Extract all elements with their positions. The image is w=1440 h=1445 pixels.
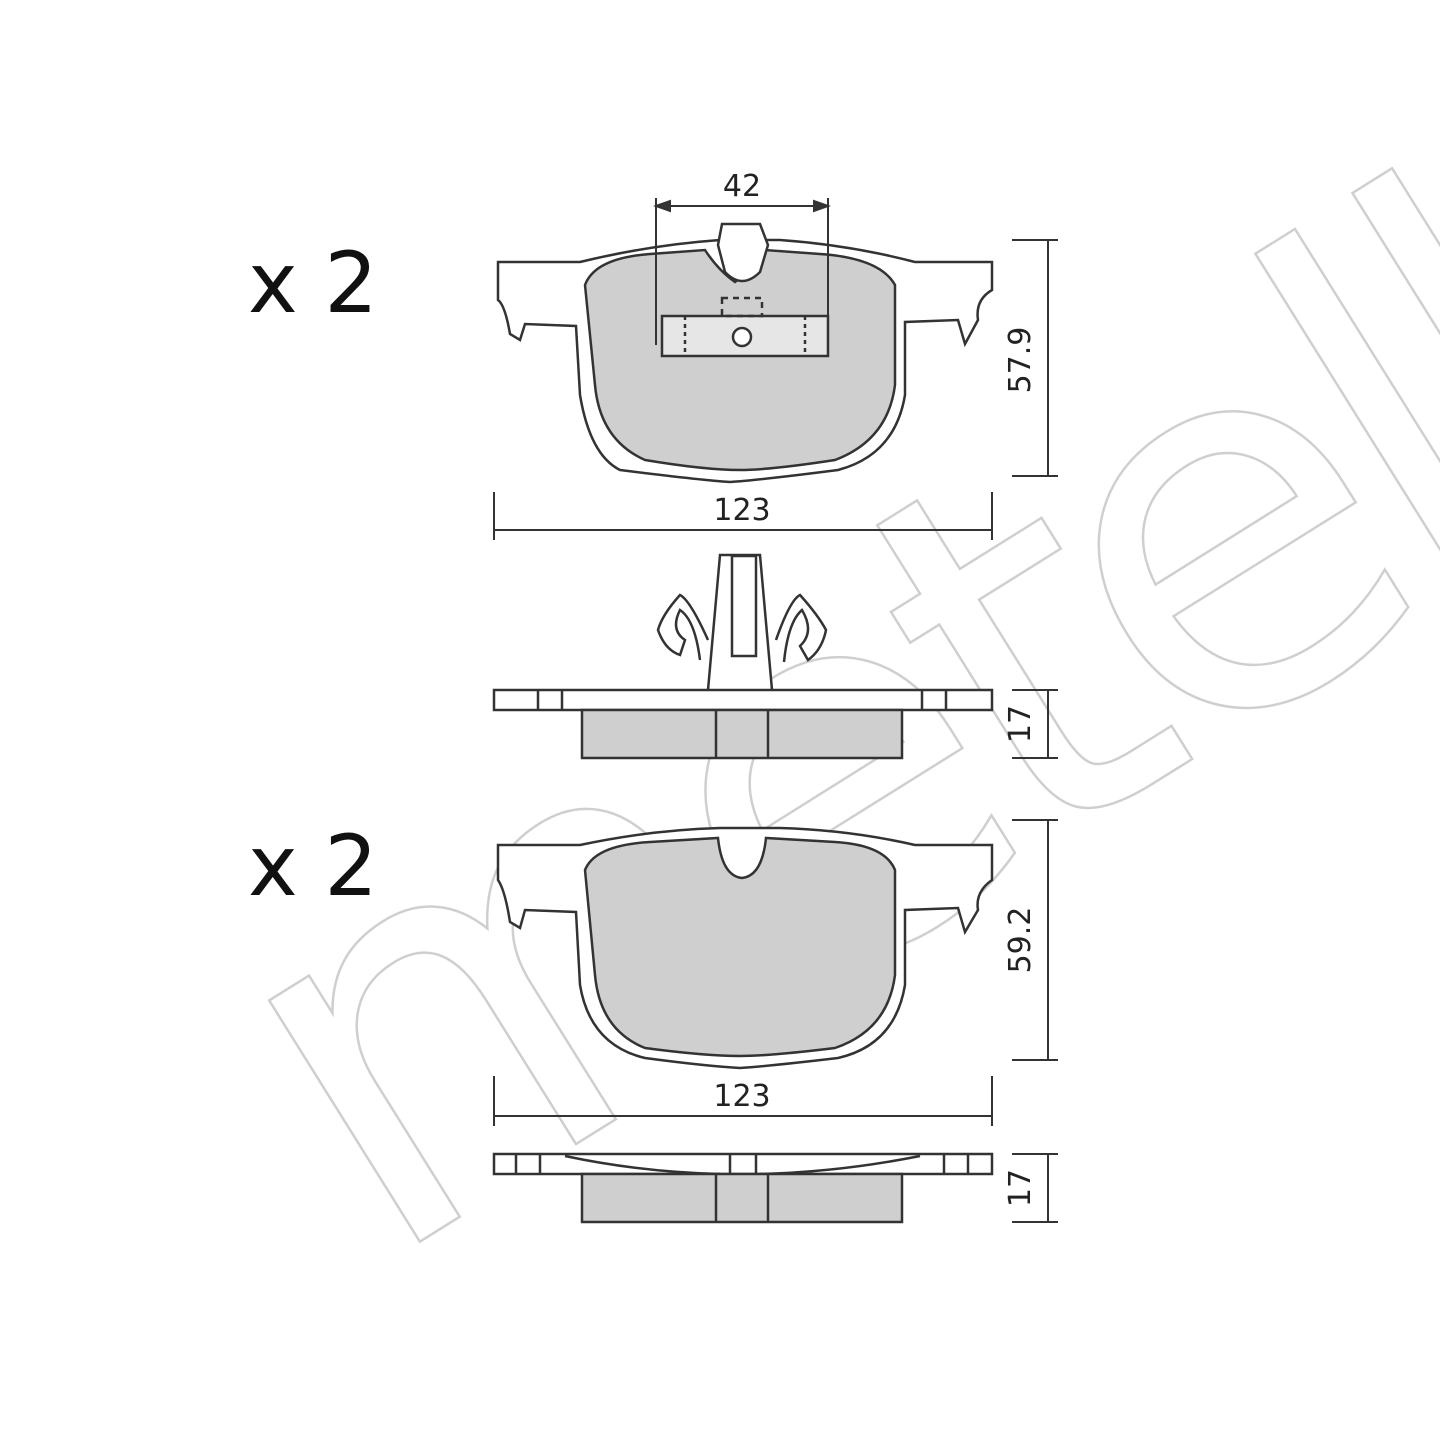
lower-pad-front-view [496,826,994,1070]
upper-quantity-label: x 2 [248,234,378,332]
lower-thickness-dimension [1012,1153,1058,1223]
upper-pad-front-view [496,222,994,484]
lower-thickness-dim-label: 17 [1003,1169,1038,1207]
upper-thickness-dimension [1012,689,1058,759]
lower-friction-material [583,836,897,1058]
upper-thickness-dim-label: 17 [1003,705,1038,743]
upper-height-dim-label: 57.9 [1003,327,1038,394]
upper-pad-side-view [492,553,994,760]
upper-width-dim-label: 123 [713,493,770,528]
upper-side-friction [580,708,904,760]
lower-side-friction [580,1172,904,1224]
upper-height-dimension [1012,239,1058,477]
lower-pad-side-view [492,1152,994,1224]
lower-quantity-label: x 2 [248,817,378,915]
upper-sensor-hole [731,326,753,348]
lower-width-dim-label: 123 [713,1079,770,1114]
lower-width-dimension [493,1076,993,1126]
upper-sensor-clip [716,222,770,283]
upper-side-backing [492,688,994,712]
lower-height-dimension [1012,819,1058,1061]
upper-width-dimension [493,492,993,540]
upper-friction-material [583,248,897,472]
upper-sensor-dim-label: 42 [723,169,761,204]
lower-height-dim-label: 59.2 [1003,907,1038,974]
upper-sensor-dimension [653,198,831,345]
